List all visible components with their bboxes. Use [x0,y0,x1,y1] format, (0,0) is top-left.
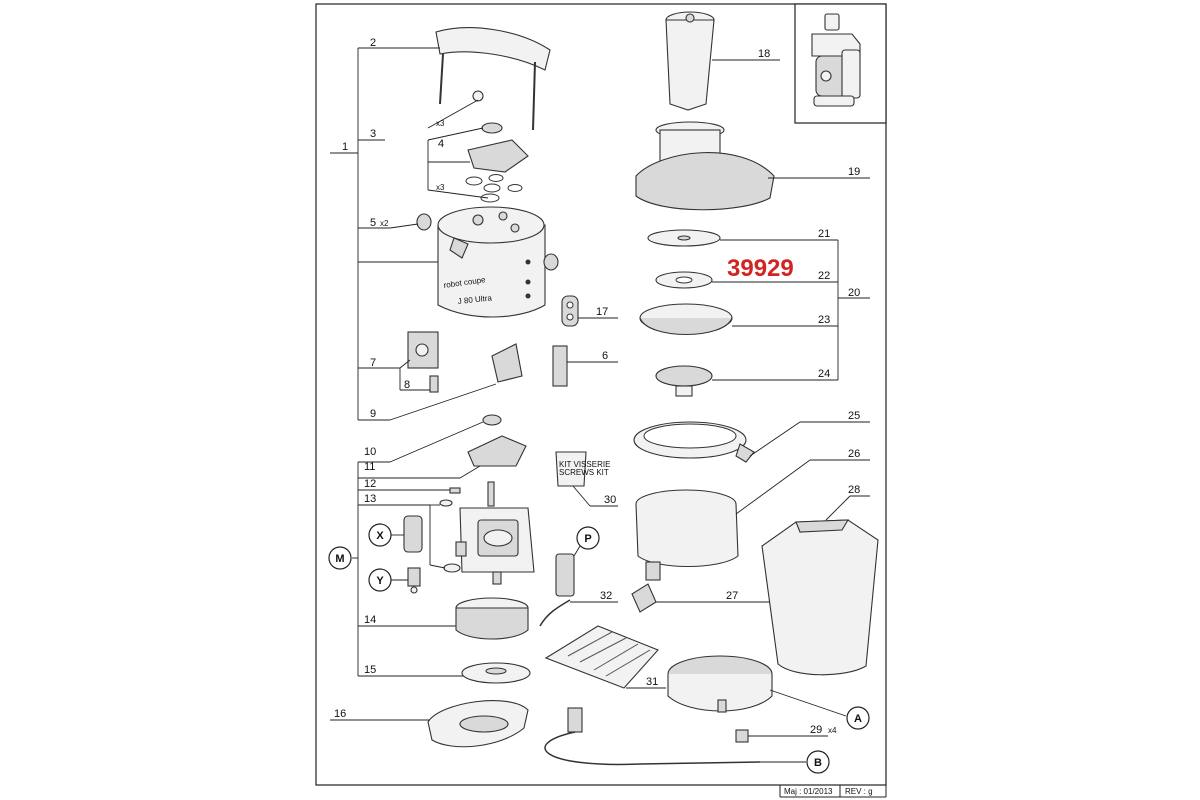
part-23-bowl [639,303,733,336]
part-17 [561,295,579,327]
callout-x3-top: x3 [436,119,445,128]
part-18-pusher [665,11,715,111]
circle-P: P [576,526,600,550]
part-28-pulp-container [761,519,879,676]
group-1-bracket [330,47,440,421]
callout-1: 1 [342,141,348,153]
part-30-kit: KIT VISSERIE SCREWS KIT [555,451,610,487]
part-22-disc [655,271,713,289]
callout-24: 24 [818,368,830,380]
callout-31: 31 [646,676,658,688]
part-19-lid [635,121,775,211]
callout-x3-bottom: x3 [436,183,445,192]
callout-28: 28 [848,484,860,496]
callout-5-qty: x2 [380,219,389,228]
part-6 [552,345,568,387]
circle-M-label: M [335,553,344,565]
footer-revision: REV : g [845,787,873,796]
callout-14: 14 [364,614,376,626]
callout-22: 22 [818,270,830,282]
part-24 [655,365,713,397]
part-25-ring [633,421,755,463]
circle-P-label: P [584,533,591,545]
callout-25: 25 [848,410,860,422]
part-3-4-cluster [465,90,529,203]
part-9 [491,343,523,383]
circle-X-label: X [376,530,384,542]
part-Y-switch [407,567,421,594]
thumbnail-juicer [811,13,861,107]
callout-10: 10 [364,446,376,458]
callout-7: 7 [370,357,376,369]
sheet-frame [315,3,887,786]
circle-B-label: B [814,757,822,769]
part-15-disc [461,662,531,684]
part-10-11 [467,414,527,467]
callout-23: 23 [818,314,830,326]
group-M-bracket [352,461,470,677]
callout-9: 9 [370,408,376,420]
callout-16: 16 [334,708,346,720]
callout-15: 15 [364,664,376,676]
callout-13: 13 [364,493,376,505]
callout-5: 5 [370,217,376,229]
circle-Y: Y [368,568,392,592]
callout-27: 27 [726,590,738,602]
callout-8: 8 [404,379,410,391]
part-29-foot [735,729,749,743]
circle-Y-label: Y [376,575,384,587]
callout-29: 29 [810,724,822,736]
callout-26: 26 [848,448,860,460]
part-2-hood [435,27,551,131]
callout-6: 6 [602,350,608,362]
callout-29-qty: x4 [828,726,837,735]
callout-3: 3 [370,128,376,140]
reference-number: 39929 [727,255,794,282]
housing-model-text: J 80 Ultra [457,293,493,306]
circle-M: M [328,546,352,570]
callout-2: 2 [370,37,376,49]
kit-label-line2: SCREWS KIT [559,468,609,477]
part-21-disc [647,229,721,247]
kit-label-line1: KIT VISSERIE [559,460,610,469]
part-31-tray [544,625,659,689]
part-P [555,553,575,597]
callout-4: 4 [438,138,444,150]
callout-18: 18 [758,48,770,60]
callout-20: 20 [848,287,860,299]
group-20-bracket [837,240,870,380]
callout-19: 19 [848,166,860,178]
part-A-base [667,655,773,713]
part-12-13-motor [439,481,535,585]
part-26-juice-bowl [635,489,739,581]
footer-date: Maj : 01/2013 [784,787,833,796]
part-B-cord [544,707,761,766]
callout-30: 30 [604,494,616,506]
callout-17: 17 [596,306,608,318]
callout-32: 32 [600,590,612,602]
part-27-spout [631,583,657,613]
circle-X: X [368,523,392,547]
part-32-wire [539,599,571,627]
callout-11: 11 [364,461,375,473]
part-5-housing: robot coupe J 80 Ultra [416,206,559,318]
callout-12: 12 [364,478,376,490]
part-14 [455,597,529,640]
part-7-8 [407,331,439,393]
part-X-capacitor [403,515,423,553]
circle-B: B [806,750,830,774]
callout-21: 21 [818,228,830,240]
circle-A: A [846,706,870,730]
part-16-base-plate [427,700,529,748]
circle-A-label: A [854,713,862,725]
